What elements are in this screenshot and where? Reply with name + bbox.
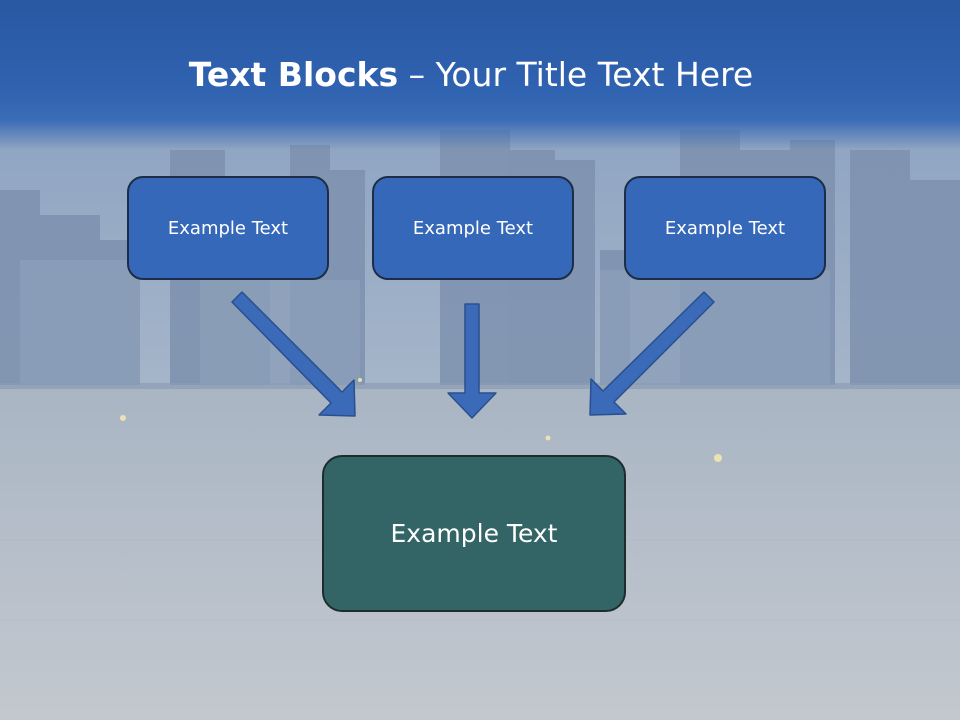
- slide-title-rest: Your Title Text Here: [435, 55, 754, 94]
- text-block-2-label: Example Text: [412, 217, 534, 239]
- text-block-1[interactable]: Example Text: [127, 176, 329, 280]
- target-block[interactable]: Example Text: [322, 455, 626, 612]
- target-block-label: Example Text: [390, 519, 558, 548]
- title-bar: [0, 0, 960, 150]
- text-block-1-label: Example Text: [167, 217, 289, 239]
- slide-title: Text Blocks – Your Title Text Here: [0, 54, 942, 96]
- text-block-3[interactable]: Example Text: [624, 176, 826, 280]
- slide-title-bold: Text Blocks: [188, 55, 399, 94]
- text-block-3-label: Example Text: [664, 217, 786, 239]
- text-block-2[interactable]: Example Text: [372, 176, 574, 280]
- slide-title-separator: –: [398, 55, 436, 94]
